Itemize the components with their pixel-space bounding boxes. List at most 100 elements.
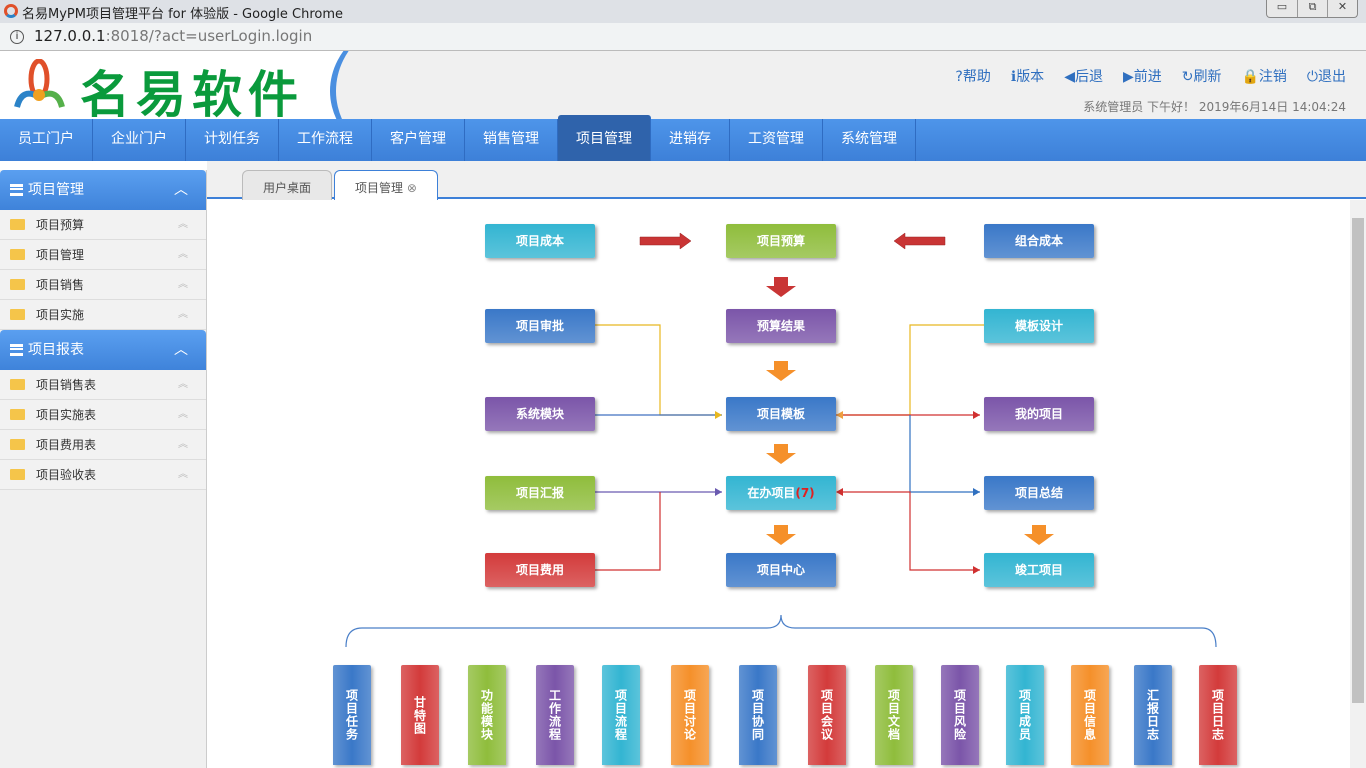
module-bar[interactable]: 项目讨论 — [671, 665, 709, 765]
sidebar-item-label: 项目预算 — [36, 218, 85, 232]
flow-box[interactable]: 在办项目(7) — [726, 476, 836, 510]
module-bar[interactable]: 甘特图 — [401, 665, 439, 765]
sidebar-item[interactable]: 项目预算︽ — [0, 210, 206, 240]
nav-item-8[interactable]: 工资管理 — [730, 119, 823, 161]
arrowhead-icon — [973, 411, 980, 419]
module-bar[interactable]: 项目任务 — [333, 665, 371, 765]
brand-name: 名易软件 — [80, 65, 304, 119]
flow-box[interactable]: 项目成本 — [485, 224, 595, 258]
arrowhead-icon — [973, 488, 980, 496]
flow-box[interactable]: 项目汇报 — [485, 476, 595, 510]
sidebar-section-header[interactable]: 项目报表︿ — [0, 330, 206, 370]
main-nav: 员工门户企业门户计划任务工作流程客户管理销售管理项目管理进销存工资管理系统管理 — [0, 115, 1366, 161]
nav-item-6[interactable]: 项目管理 — [558, 115, 651, 161]
connector — [595, 324, 722, 416]
arrow-down-icon — [766, 277, 796, 297]
tab-label: 用户桌面 — [263, 181, 312, 195]
scrollbar[interactable] — [1350, 200, 1366, 768]
folder-icon — [10, 309, 25, 320]
flow-box[interactable]: 预算结果 — [726, 309, 836, 343]
module-bar[interactable]: 项目风险 — [941, 665, 979, 765]
double-chevron-up-icon: ︽ — [178, 379, 188, 390]
module-bar[interactable]: 项目协同 — [739, 665, 777, 765]
module-bar[interactable]: 项目文档 — [875, 665, 913, 765]
flow-box[interactable]: 组合成本 — [984, 224, 1094, 258]
sidebar-item[interactable]: 项目销售︽ — [0, 270, 206, 300]
toplink-label: 帮助 — [962, 69, 991, 85]
toplink-1[interactable]: ℹ版本 — [1011, 66, 1044, 86]
sidebar-section-header[interactable]: 项目管理︿ — [0, 170, 206, 210]
minimize-button[interactable]: ▭ — [1276, 0, 1288, 13]
flow-box[interactable]: 模板设计 — [984, 309, 1094, 343]
double-chevron-up-icon: ︽ — [178, 279, 188, 290]
module-bar[interactable]: 工作流程 — [536, 665, 574, 765]
flow-box-label: 组合成本 — [1014, 234, 1063, 248]
flow-box[interactable]: 项目中心 — [726, 553, 836, 587]
sidebar-item[interactable]: 项目实施表︽ — [0, 400, 206, 430]
address-bar[interactable]: i 127.0.0.1:8018/?act=userLogin.login — [0, 23, 1366, 51]
folder-icon — [10, 219, 25, 230]
flow-box[interactable]: 项目审批 — [485, 309, 595, 343]
flow-box[interactable]: 我的项目 — [984, 397, 1094, 431]
flow-box[interactable]: 项目模板 — [726, 397, 836, 431]
flow-box[interactable]: 系统模块 — [485, 397, 595, 431]
toplink-4[interactable]: ↻刷新 — [1182, 66, 1222, 86]
flow-box[interactable]: 竣工项目 — [984, 553, 1094, 587]
toplink-label: 后退 — [1074, 69, 1103, 85]
nav-item-3[interactable]: 工作流程 — [279, 119, 372, 161]
flow-box[interactable]: 项目费用 — [485, 553, 595, 587]
flow-box-label: 竣工项目 — [1014, 563, 1063, 577]
sidebar-item[interactable]: 项目验收表︽ — [0, 460, 206, 490]
nav-item-2[interactable]: 计划任务 — [186, 119, 279, 161]
nav-item-1[interactable]: 企业门户 — [93, 119, 186, 161]
module-bar[interactable]: 项目成员 — [1006, 665, 1044, 765]
nav-item-5[interactable]: 销售管理 — [465, 119, 558, 161]
sidebar-item[interactable]: 项目销售表︽ — [0, 370, 206, 400]
chevron-up-icon[interactable]: ︿ — [174, 182, 188, 198]
module-bar[interactable]: 项目流程 — [602, 665, 640, 765]
arrow-down-icon — [766, 444, 796, 464]
nav-item-0[interactable]: 员工门户 — [0, 119, 93, 161]
sidebar: 项目管理︿项目预算︽项目管理︽项目销售︽项目实施︽项目报表︿项目销售表︽项目实施… — [0, 170, 207, 768]
toplink-2[interactable]: ◀后退 — [1064, 66, 1103, 86]
toplink-6[interactable]: ⏻退出 — [1307, 66, 1346, 86]
toplink-icon: ↻ — [1181, 69, 1194, 85]
chevron-up-icon[interactable]: ︿ — [174, 342, 188, 358]
info-icon[interactable]: i — [10, 30, 24, 44]
toplink-0[interactable]: ?帮助 — [955, 66, 990, 86]
nav-item-7[interactable]: 进销存 — [651, 119, 730, 161]
folder-icon — [10, 439, 25, 450]
connector — [840, 324, 984, 416]
window-title: 名易MyPM项目管理平台 for 体验版 - Google Chrome — [22, 7, 344, 22]
arrowhead-icon — [836, 488, 843, 496]
toplink-3[interactable]: ▶前进 — [1123, 66, 1162, 86]
module-bar[interactable]: 汇报日志 — [1134, 665, 1172, 765]
list-icon — [10, 184, 23, 196]
nav-item-9[interactable]: 系统管理 — [823, 119, 916, 161]
tab-project-management[interactable]: 项目管理 ⊗ — [334, 170, 438, 201]
flow-box-label: 项目费用 — [515, 563, 564, 577]
module-bar[interactable]: 项目信息 — [1071, 665, 1109, 765]
restore-button[interactable]: ⧉ — [1297, 0, 1327, 17]
toplink-label: 刷新 — [1193, 69, 1222, 85]
module-bar[interactable]: 项目日志 — [1199, 665, 1237, 765]
flow-box[interactable]: 项目预算 — [726, 224, 836, 258]
flow-connectors — [345, 232, 1217, 648]
sidebar-item[interactable]: 项目管理︽ — [0, 240, 206, 270]
sidebar-item[interactable]: 项目费用表︽ — [0, 430, 206, 460]
flow-box[interactable]: 项目总结 — [984, 476, 1094, 510]
scrollbar-thumb[interactable] — [1352, 218, 1364, 703]
toplink-icon: ? — [955, 69, 963, 85]
nav-item-4[interactable]: 客户管理 — [372, 119, 465, 161]
tab-close-icon[interactable]: ⊗ — [403, 181, 417, 195]
module-bar[interactable]: 项目会议 — [808, 665, 846, 765]
toplink-5[interactable]: 🔒注销 — [1241, 66, 1286, 86]
count-badge: (7) — [795, 486, 815, 500]
sidebar-item[interactable]: 项目实施︽ — [0, 300, 206, 330]
module-bar[interactable]: 功能模块 — [468, 665, 506, 765]
tab-user-desktop[interactable]: 用户桌面 — [242, 170, 333, 200]
sidebar-item-label: 项目验收表 — [36, 468, 97, 482]
close-button[interactable]: ✕ — [1327, 0, 1357, 17]
double-chevron-up-icon: ︽ — [178, 309, 188, 320]
toplink-icon: 🔒 — [1241, 69, 1259, 85]
